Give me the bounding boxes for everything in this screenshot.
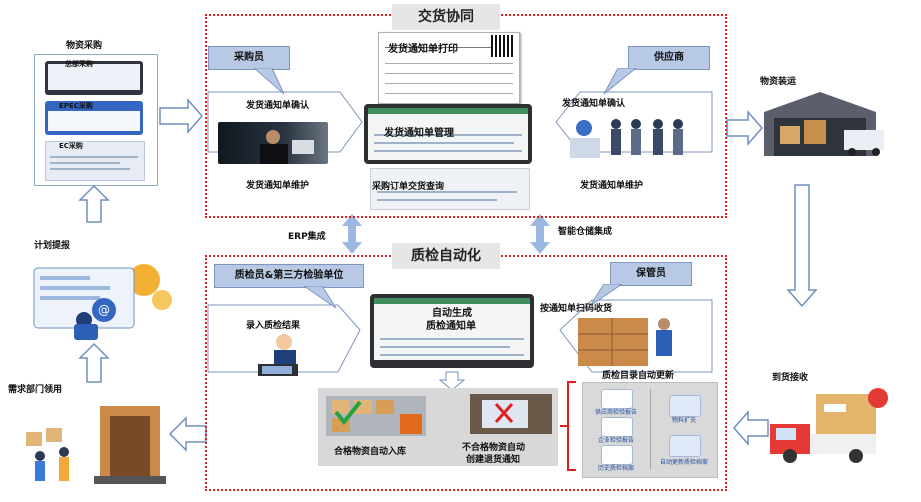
enterprise-report-icon xyxy=(601,417,633,437)
arrival-label: 到货接收 xyxy=(772,373,809,383)
warehouse-shelf-illustration xyxy=(326,396,426,436)
wms-integration-label: 智能仓储集成 xyxy=(558,227,613,237)
auto-gen-line1: 自动生成 xyxy=(432,308,472,319)
role-inspector: 质检员&第三方检验单位 xyxy=(214,264,364,288)
order-query-panel xyxy=(370,168,530,210)
delivery-management-screen xyxy=(368,108,528,160)
delivery-section-title: 交货协同 xyxy=(392,4,500,30)
arrow-arrival-to-qc xyxy=(733,410,769,446)
buyer-confirm-label: 发货通知单确认 xyxy=(246,101,310,111)
supplier-confirm-label: 发货通知单确认 xyxy=(562,99,626,109)
delivery-truck-illustration xyxy=(770,388,888,463)
cat-enterprise-report: 企业检验报告 xyxy=(597,437,634,444)
keeper-illustration xyxy=(578,318,672,366)
material-expand-icon xyxy=(669,395,701,417)
pass-instock-label: 合格物资自动入库 xyxy=(334,447,407,457)
arrow-qc-to-dept xyxy=(168,416,207,452)
order-query-label[interactable]: 采购订单交货查询 xyxy=(372,182,445,192)
arrow-erp-integration xyxy=(342,214,362,254)
delivery-management-label[interactable]: 发货通知单管理 xyxy=(384,128,454,139)
history-archive-icon xyxy=(601,445,633,465)
role-keeper: 保管员 xyxy=(610,262,692,286)
procurement-label: 物资采购 xyxy=(66,41,103,51)
print-doc-label: 发货通知单打印 xyxy=(388,44,458,55)
arrow-wms-integration xyxy=(530,214,550,254)
laptop-epec xyxy=(45,101,143,135)
tab-hq-procurement[interactable]: 总部采购 xyxy=(65,60,93,68)
qc-section-title: 质检自动化 xyxy=(392,243,500,269)
delivery-management-monitor xyxy=(364,104,532,164)
supplier-report-icon xyxy=(601,389,633,409)
qc-outcomes-panel xyxy=(318,388,558,466)
cat-history-archive: 历史质检档案 xyxy=(597,465,634,472)
arrow-delivery-to-loading xyxy=(726,110,763,146)
arrow-plan-to-procurement xyxy=(78,184,110,223)
buyer-callout-tail xyxy=(253,68,285,95)
truck-loading-illustration xyxy=(764,92,884,156)
arrow-dept-to-plan xyxy=(78,342,110,383)
erp-integration-label: ERP集成 xyxy=(288,232,326,242)
tab-epec-procurement[interactable]: EPEC采购 xyxy=(59,102,93,110)
qc-monitor xyxy=(370,294,534,368)
supplier-maintain-label: 发货通知单维护 xyxy=(580,181,644,191)
loading-label: 物资装运 xyxy=(760,77,797,87)
delivery-note-print-doc xyxy=(378,32,520,104)
arrow-procurement-to-delivery xyxy=(159,98,203,134)
arrow-loading-to-arrival xyxy=(786,184,818,308)
laptop-ec xyxy=(45,141,145,181)
catalog-update-label: 质检目录自动更新 xyxy=(602,371,675,381)
reject-laptop-illustration xyxy=(470,394,552,434)
buyer-photo xyxy=(218,122,328,164)
plan-submit-illustration: @ xyxy=(33,264,172,340)
keeper-callout-tail xyxy=(589,284,623,307)
cat-supplier-report: 供应商检验报告 xyxy=(594,409,637,416)
inspector-illustration xyxy=(258,334,298,376)
buyer-maintain-label: 发货通知单维护 xyxy=(246,181,310,191)
supplier-callout-tail xyxy=(603,68,637,95)
fail-line2: 创建退货通知 xyxy=(466,455,521,465)
plan-submit-label: 计划提报 xyxy=(34,241,71,251)
auto-gen-line2: 质检通知单 xyxy=(426,321,476,332)
procurement-portal: 总部采购 EPEC采购 EC采购 xyxy=(34,54,158,186)
laptop-hq xyxy=(45,61,143,95)
scan-receive-label: 按通知单扫码收货 xyxy=(540,304,613,314)
warehouse-pickup-illustration xyxy=(26,406,166,484)
auto-update-archive-icon xyxy=(669,435,701,457)
cat-material-expand: 物料扩充 xyxy=(671,417,696,424)
role-buyer: 采购员 xyxy=(208,46,290,70)
qc-screen xyxy=(374,298,530,360)
qc-catalog-panel: 供应商检验报告 企业检验报告 历史质检档案 物料扩充 自动更新质检档案 xyxy=(582,382,718,478)
cat-auto-update-archive: 自动更新质检档案 xyxy=(659,459,708,466)
dept-requisition-label: 需求部门领用 xyxy=(8,385,63,395)
fail-line1: 不合格物资自动 xyxy=(462,443,526,453)
enter-result-label: 录入质检结果 xyxy=(246,321,301,331)
supplier-illustration xyxy=(570,119,683,158)
qr-code-icon xyxy=(491,35,513,57)
tab-ec-procurement[interactable]: EC采购 xyxy=(59,142,83,150)
svg-text:@: @ xyxy=(98,303,110,317)
role-supplier: 供应商 xyxy=(628,46,710,70)
inspector-callout-tail xyxy=(303,286,337,309)
